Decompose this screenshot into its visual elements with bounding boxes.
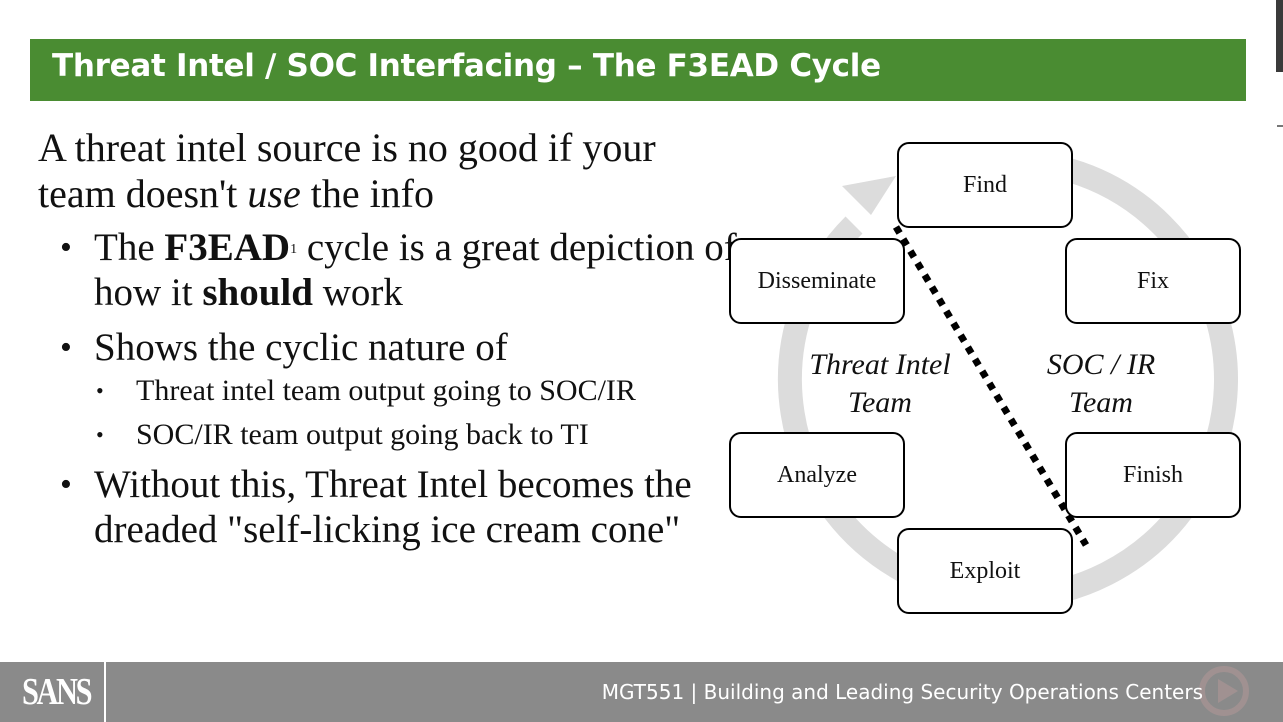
- bullet-text: The: [94, 226, 165, 269]
- team-label-line: SOC / IR: [1046, 348, 1156, 381]
- window-edge-tick: [1277, 125, 1283, 127]
- team-label-soc-ir: SOC / IR Team: [1026, 346, 1176, 422]
- bullet-text: cycle is a great depiction of how it: [94, 226, 737, 314]
- cycle-graphics: [777, 149, 1238, 610]
- node-fix: Fix: [1065, 238, 1241, 324]
- bullet-f3ead: The F3EAD1 cycle is a great depiction of…: [38, 225, 738, 315]
- sub-bullet: SOC/IR team output going back to TI: [38, 418, 738, 452]
- node-exploit: Exploit: [897, 528, 1073, 614]
- bullet-text: Shows the cyclic nature of: [94, 326, 508, 369]
- team-label-line: Team: [1069, 386, 1133, 419]
- bullet-text: work: [312, 271, 403, 314]
- sub-bullet-list: Threat intel team output going to SOC/IR…: [38, 374, 738, 452]
- lead-text-emphasis: use: [247, 171, 301, 216]
- sans-watermark-icon: [1199, 666, 1249, 716]
- lead-text: A threat intel source is no good if your…: [38, 125, 738, 217]
- team-label-line: Team: [848, 386, 912, 419]
- node-finish: Finish: [1065, 432, 1241, 518]
- node-disseminate: Disseminate: [729, 238, 905, 324]
- footer-divider: [104, 662, 106, 722]
- window-edge: [1276, 0, 1283, 72]
- footnote-marker: 1: [290, 242, 298, 257]
- node-find: Find: [897, 142, 1073, 228]
- sub-bullet: Threat intel team output going to SOC/IR: [38, 374, 738, 408]
- cycle-arrow-head: [842, 176, 896, 215]
- bullet-self-licking: Without this, Threat Intel becomes the d…: [38, 462, 738, 552]
- node-analyze: Analyze: [729, 432, 905, 518]
- bullet-cyclic-nature: Shows the cyclic nature of Threat intel …: [38, 325, 738, 452]
- slide-title: Threat Intel / SOC Interfacing – The F3E…: [52, 48, 881, 84]
- lead-text-part2: the info: [300, 171, 435, 216]
- f3ead-cycle-diagram: Find Fix Finish Exploit Analyze Dissemin…: [718, 130, 1263, 625]
- title-bar: Threat Intel / SOC Interfacing – The F3E…: [30, 39, 1246, 101]
- bullet-list: The F3EAD1 cycle is a great depiction of…: [38, 225, 738, 552]
- bullet-bold-should: should: [202, 271, 313, 314]
- team-divider-dotted-line: [892, 225, 1090, 547]
- team-label-threat-intel: Threat Intel Team: [790, 346, 970, 422]
- team-label-line: Threat Intel: [809, 348, 951, 381]
- cycle-arrow-ring: [777, 149, 1238, 610]
- footer-bar: SANS MGT551 | Building and Leading Secur…: [0, 662, 1283, 722]
- slide-content: A threat intel source is no good if your…: [38, 125, 738, 562]
- lead-text-part1: A threat intel source is no good if your…: [38, 125, 656, 216]
- bullet-bold-f3ead: F3EAD: [164, 226, 291, 269]
- course-title: MGT551 | Building and Leading Security O…: [601, 680, 1203, 704]
- sans-logo: SANS: [22, 671, 93, 713]
